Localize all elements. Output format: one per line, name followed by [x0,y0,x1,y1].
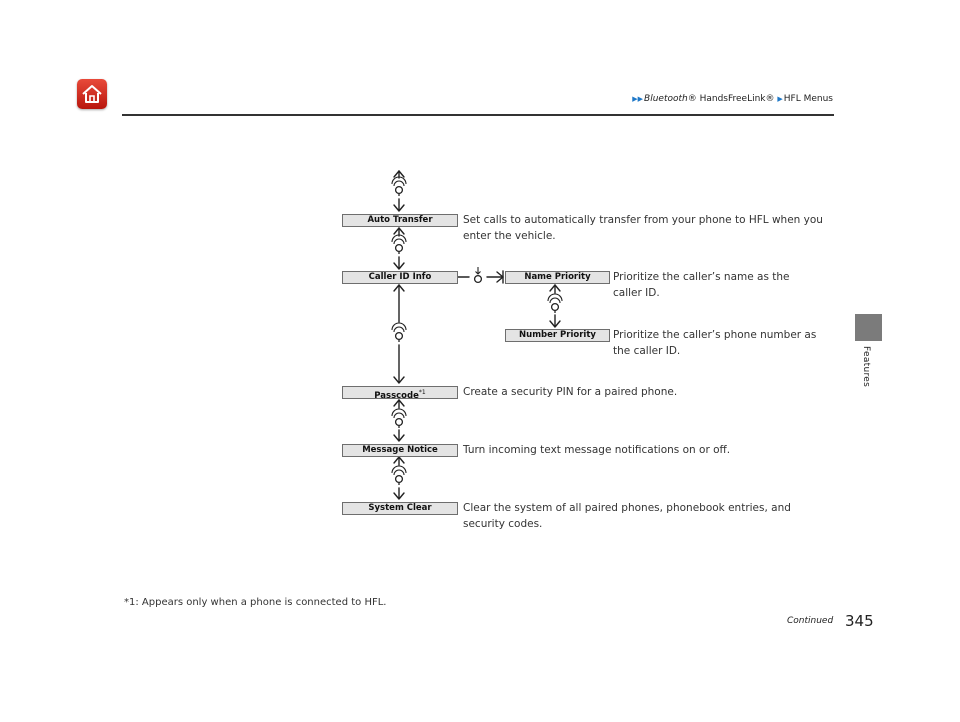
breadcrumb-bluetooth[interactable]: Bluetooth [644,94,688,104]
message-notice-description: Turn incoming text message notifications… [463,444,731,456]
passcode-menu[interactable]: Passcode*1 [342,386,458,401]
passcode-footnote-ref: *1 [418,389,426,396]
home-icon [82,85,102,103]
rotate-knob-icon [391,234,407,255]
rotate-knob-icon [391,322,407,343]
press-knob-icon [473,267,483,284]
auto-transfer-description: Set calls to automatically transfer from… [463,214,823,242]
rotate-knob-icon [391,465,407,486]
system-clear-description: Clear the system of all paired phones, p… [463,502,791,530]
system-clear-menu[interactable]: System Clear [342,502,458,515]
footnote: *1: Appears only when a phone is connect… [124,597,387,608]
message-notice-menu[interactable]: Message Notice [342,444,458,457]
home-button[interactable] [77,79,107,109]
header-divider [122,114,834,116]
rotate-knob-icon [547,293,563,314]
caller-id-info-menu[interactable]: Caller ID Info [342,271,458,284]
features-tab-label: Features [861,346,871,388]
auto-transfer-menu[interactable]: Auto Transfer [342,214,458,227]
breadcrumb-hfl-menus: HFL Menus [783,94,833,104]
rotate-knob-icon [391,176,407,197]
breadcrumb-handsfreelink[interactable]: ® HandsFreeLink® [687,94,775,104]
breadcrumb-arrow-icon: ▶▶ [632,95,644,103]
name-priority-description: Prioritize the caller’s name as the call… [613,271,790,299]
features-tab-marker[interactable] [855,314,882,341]
rotate-knob-icon [391,408,407,429]
number-priority-option[interactable]: Number Priority [505,329,610,342]
page-number: 345 [845,612,874,630]
breadcrumb-arrow-icon: ▶ [777,95,783,103]
passcode-description: Create a security PIN for a paired phone… [463,386,678,398]
continued-label: Continued [787,616,834,626]
number-priority-description: Prioritize the caller’s phone number as … [613,329,817,357]
breadcrumb: ▶▶Bluetooth® HandsFreeLink® ▶HFL Menus [632,94,833,104]
passcode-label: Passcode [374,390,419,401]
name-priority-option[interactable]: Name Priority [505,271,610,284]
